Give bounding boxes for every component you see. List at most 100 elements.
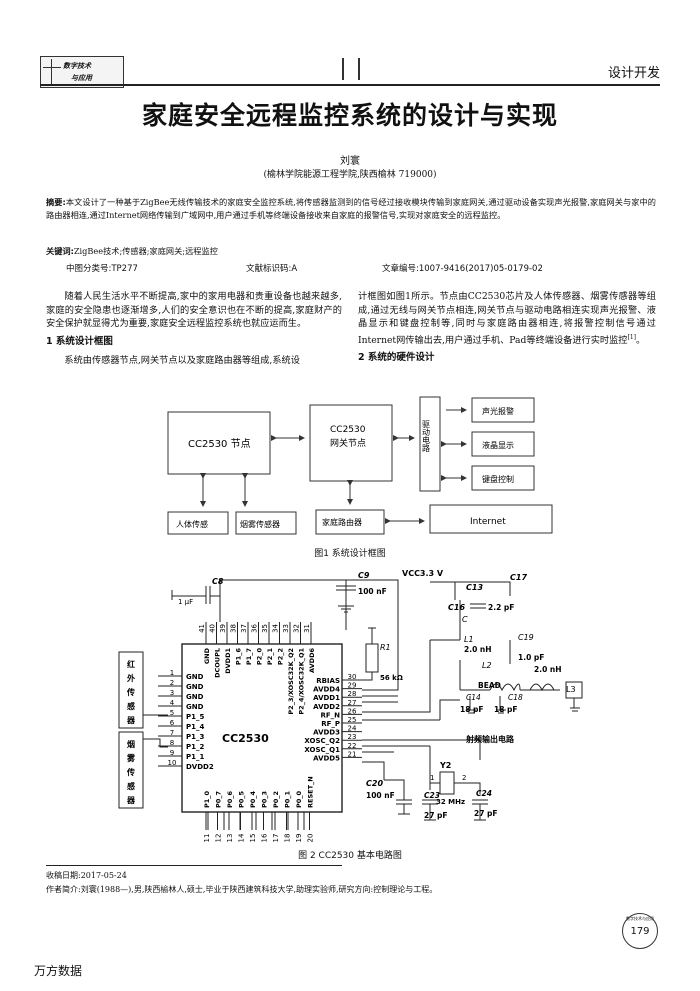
gateway-label-2: 网关节点 xyxy=(330,437,366,449)
lcd-box xyxy=(471,431,535,457)
keywords: 关键词:ZigBee技术;传感器;家庭网关;远程监控 xyxy=(46,245,656,258)
pin-number-right: 27 xyxy=(348,699,357,707)
pin-signal-left: GND xyxy=(186,673,204,681)
pin-number-right: 23 xyxy=(348,733,357,741)
ir-sensor-char: 器 xyxy=(126,716,136,725)
c17-label: C17 xyxy=(510,573,527,582)
pin-number-bottom: 15 xyxy=(249,834,257,843)
pin-number-left: 5 xyxy=(170,709,174,717)
pin-signal-bottom: P0_4 xyxy=(249,790,257,808)
c16-value: 2.2 pF xyxy=(488,603,514,612)
figure-1-block-diagram: CC2530 节点 CC2530 网关节点 驱动电路 声光报警 液晶显示 键盘控… xyxy=(167,396,553,535)
c18-value: 18 pF xyxy=(494,705,518,714)
c24-label: C24 xyxy=(476,789,492,798)
r1-value: 56 kΩ xyxy=(380,674,403,682)
pin-signal-top: P2_1 xyxy=(266,648,274,666)
section-1-paragraph: 系统由传感器节点,网关节点以及家庭路由器等组成,系统设 xyxy=(64,355,300,366)
pin-signal-right: AVDD3 xyxy=(313,729,340,737)
pin-number-right: 26 xyxy=(348,707,357,715)
l1-value: 2.0 nH xyxy=(464,645,492,654)
pin-signal-left: P1_4 xyxy=(186,723,205,731)
section-1-heading: 1 系统设计框图 xyxy=(46,335,113,347)
seal-text: 数字技术与应用 xyxy=(626,916,654,921)
pin-signal-top: P2_0 xyxy=(256,648,264,666)
cc2530-chip xyxy=(181,643,343,813)
pin-signal-right: AVDD2 xyxy=(313,703,340,711)
pin-number-bottom: 11 xyxy=(203,834,211,843)
c23-label: C23 xyxy=(424,791,440,800)
human-sensor-label: 人体传感 xyxy=(176,519,208,529)
c14-value: 18 pF xyxy=(460,705,484,714)
c9-label: C9 xyxy=(358,571,370,580)
pin-signal-top: GND xyxy=(203,647,211,664)
y2-value: 32 MHz xyxy=(436,798,465,806)
crystal-y2 xyxy=(439,771,455,795)
pin-number-top: 37 xyxy=(240,624,248,633)
body-left-column: 随着人民生活水平不断提高,家中的家用电器和贵重设备也越来越多,家庭的安全隐患也逐… xyxy=(46,290,342,368)
pin-number-left: 2 xyxy=(170,679,174,687)
pin-signal-bottom: P0_1 xyxy=(284,790,292,808)
pin-number-right: 28 xyxy=(348,690,357,698)
pin-signal-right: XOSC_Q1 xyxy=(304,746,340,754)
vcc-label: VCC3.3 V xyxy=(402,569,444,578)
journal-logo: 数字技术 与应用 xyxy=(40,56,124,88)
pin-signal-right: RF_P xyxy=(321,720,340,728)
pin-number-top: 35 xyxy=(261,624,269,633)
author-bio: 作者简介:刘寰(1988—),男,陕西榆林人,硕士,毕业于陕西建筑科技大学,助理… xyxy=(46,885,438,894)
bead-label: BEAD xyxy=(478,681,501,690)
pin-signal-right: RF_N xyxy=(320,711,340,719)
pin-number-right: 24 xyxy=(348,725,357,733)
pin-number-bottom: 19 xyxy=(295,834,303,843)
pin-signal-right: AVDD4 xyxy=(313,686,340,694)
received-date: 收稿日期:2017-05-24 xyxy=(46,871,127,880)
pin-signal-bottom: P1_0 xyxy=(203,790,211,808)
pin-number-left: 7 xyxy=(170,729,174,737)
pin-number-right: 21 xyxy=(348,750,357,758)
pin-signal-left: GND xyxy=(186,693,204,701)
pin-number-top: 34 xyxy=(272,623,280,632)
c8-value: 1 µF xyxy=(178,598,193,606)
wanfang-watermark: 万方数据 xyxy=(34,964,83,978)
y2-label: Y2 xyxy=(439,761,451,770)
pin-number-bottom: 20 xyxy=(307,834,315,843)
pin-number-top: 39 xyxy=(219,624,227,633)
journal-name-line2: 与应用 xyxy=(71,73,92,82)
node-box xyxy=(167,411,271,475)
pin-number-bottom: 13 xyxy=(226,834,234,843)
c20-label: C20 xyxy=(366,779,383,788)
intro-paragraph: 随着人民生活水平不断提高,家中的家用电器和贵重设备也越来越多,家庭的安全隐患也逐… xyxy=(46,291,342,329)
pin-signal-left: P1_1 xyxy=(186,753,205,761)
pin-number-bottom: 12 xyxy=(215,834,223,843)
affiliation: (榆林学院能源工程学院,陕西榆林 719000) xyxy=(263,170,437,180)
header-column-title: 设计开发 xyxy=(607,66,660,81)
c24-value: 27 pF xyxy=(474,809,498,818)
c18-label: C18 xyxy=(508,693,523,702)
pin-signal-top: AVDD6 xyxy=(308,648,316,673)
pin-number-left: 4 xyxy=(170,699,175,707)
lcd-label: 液晶显示 xyxy=(482,440,514,450)
key-label: 键盘控制 xyxy=(482,474,514,484)
smoke-circuit-box xyxy=(118,731,144,809)
c9-value: 100 nF xyxy=(358,587,387,596)
ir-sensor-char: 传 xyxy=(126,687,135,697)
pin-signal-right: RBIAS xyxy=(316,677,340,685)
router-label: 家庭路由器 xyxy=(322,517,362,527)
citation-end: 。 xyxy=(635,334,646,346)
pin-number-bottom: 17 xyxy=(272,834,280,843)
gateway-label-1: CC2530 xyxy=(330,425,366,435)
smoke-sensor-box xyxy=(235,511,297,535)
section-1-continued: 计框图如图1所示。节点由CC2530芯片及人体传感器、烟雾传感器等组成,通过无线… xyxy=(358,290,656,347)
body-right-column: 计框图如图1所示。节点由CC2530芯片及人体传感器、烟雾传感器等组成,通过无线… xyxy=(358,290,656,371)
header-deco-bars xyxy=(342,58,360,80)
pin-number-left: 9 xyxy=(170,749,174,757)
c-label: C xyxy=(462,615,468,624)
pin-number-right: 29 xyxy=(348,682,357,690)
pin-number-bottom: 16 xyxy=(261,833,269,842)
smoke-sensor-char: 烟 xyxy=(127,739,135,749)
pin-signal-left: GND xyxy=(186,683,204,691)
pin-signal-bottom: P0_2 xyxy=(272,791,280,808)
crystal-pin-2: 2 xyxy=(462,774,466,782)
r1-label: R1 xyxy=(380,643,391,652)
pin-number-left: 6 xyxy=(170,719,175,727)
